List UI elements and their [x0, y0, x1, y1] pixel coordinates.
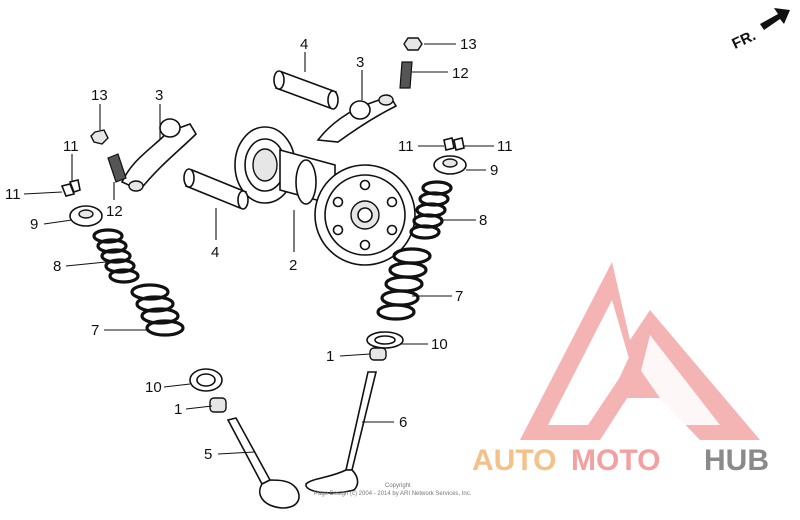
spring-seat-left: [189, 368, 223, 392]
callout-11-right-a: 11: [398, 138, 414, 155]
inner-spring-left: [92, 228, 140, 284]
adjust-screw-right: [399, 61, 413, 89]
outer-spring-right: [376, 247, 432, 321]
callout-10-right: 10: [431, 336, 448, 353]
copyright-line-1: Copyright: [385, 483, 411, 489]
callout-9-right: 9: [490, 162, 498, 179]
svg-text:FR.: FR.: [729, 27, 758, 53]
inner-spring-right: [409, 180, 453, 240]
rocker-arm-right: [316, 94, 398, 143]
callout-8-left: 8: [53, 258, 61, 275]
stem-seal-right: [369, 347, 387, 361]
spring-seat-right: [366, 331, 404, 349]
callout-12-left: 12: [106, 203, 123, 220]
rocker-shaft-upper: [273, 70, 339, 110]
watermark-hub-text: HUB: [704, 444, 769, 477]
front-arrow-icon: [760, 8, 790, 30]
callout-9-left: 9: [30, 216, 38, 233]
outer-spring-left: [130, 283, 185, 337]
rocker-arm-left: [120, 118, 198, 192]
rocker-shaft-lower: [183, 168, 249, 210]
callout-13-right: 13: [460, 36, 477, 53]
watermark-moto-text: MOTO: [571, 444, 660, 477]
intake-valve: [226, 417, 300, 509]
cam-sprocket: [314, 164, 416, 266]
leader-lines: [23, 43, 494, 455]
valve-cotter-left: [60, 179, 81, 197]
lock-nut-left: [90, 129, 109, 145]
callout-13-left: 13: [91, 87, 108, 104]
callout-11-right-b: 11: [497, 138, 513, 155]
watermark-auto-text: AUTO: [472, 444, 556, 477]
callout-11-left-top: 11: [63, 138, 79, 155]
callout-1-left: 1: [174, 401, 182, 418]
callout-7-left: 7: [91, 322, 99, 339]
callout-4-lower: 4: [211, 244, 219, 261]
callout-8-right: 8: [479, 212, 487, 229]
lock-nut-right: [403, 37, 423, 51]
watermark-logo: [520, 262, 760, 440]
callout-5: 5: [204, 446, 212, 463]
callout-3-upper: 3: [356, 54, 364, 71]
copyright-line-2: Page Design (c) 2004 - 2014 by ARI Netwo…: [314, 491, 472, 497]
adjust-screw-left: [107, 153, 127, 183]
camshaft-assembly: [234, 126, 416, 266]
spring-retainer-left: [69, 205, 103, 227]
callout-11-left: 11: [5, 186, 21, 203]
front-direction-indicator: FR.: [729, 8, 790, 53]
callout-12-right: 12: [452, 65, 469, 82]
callout-4-upper: 4: [300, 36, 308, 53]
callout-6: 6: [399, 414, 407, 431]
spring-retainer-right: [433, 155, 467, 175]
valve-cotter-right: [443, 137, 465, 151]
callout-labels: 4 3 13 3 13 12 11 11 12 9 8 7 4 2 11 11 …: [5, 36, 513, 463]
callout-7-right: 7: [455, 288, 463, 305]
stem-seal-left: [209, 397, 227, 413]
callout-10-left: 10: [145, 379, 162, 396]
callout-3-left: 3: [155, 87, 163, 104]
callout-2: 2: [289, 257, 297, 274]
exhaust-valve: [305, 371, 378, 494]
callout-1-right: 1: [326, 348, 334, 365]
